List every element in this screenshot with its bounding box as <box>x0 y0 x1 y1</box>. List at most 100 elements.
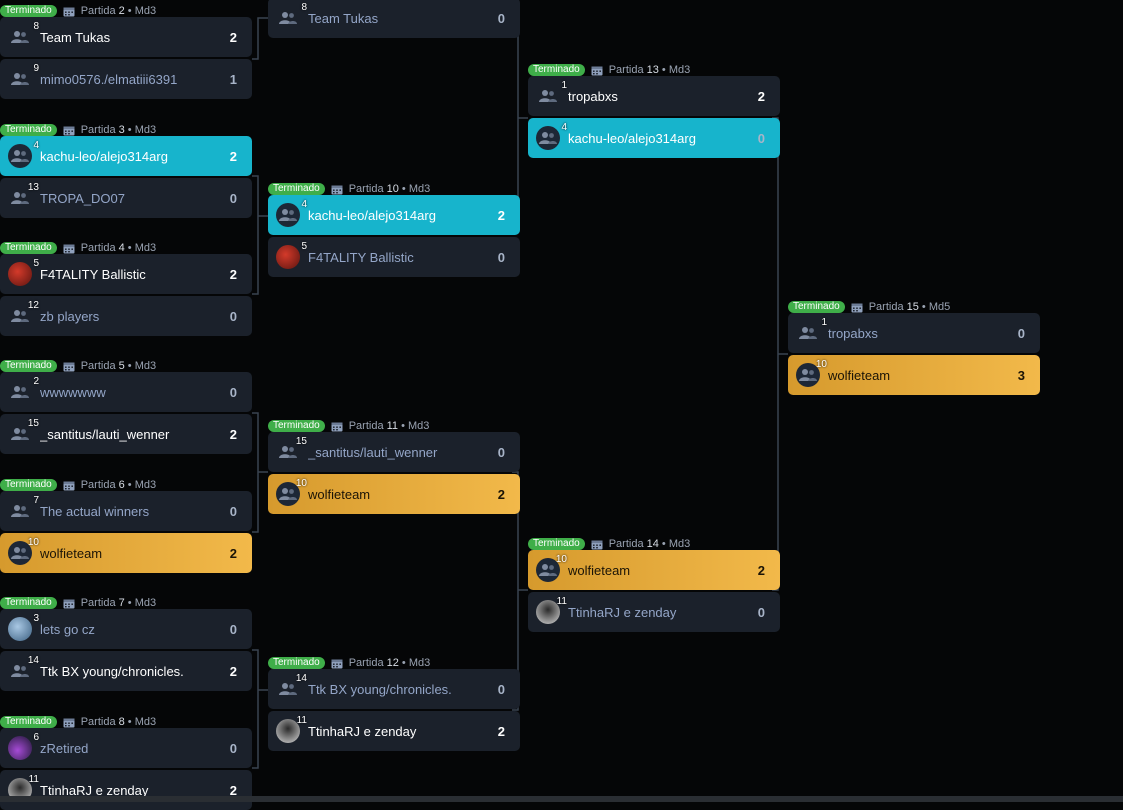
team-score: 0 <box>229 190 237 206</box>
team-name: TtinhaRJ e zenday <box>40 782 149 798</box>
team-name: F4TALITY Ballistic <box>308 249 414 265</box>
horizontal-scrollbar[interactable] <box>0 796 1123 802</box>
match-format: • Md3 <box>124 597 157 609</box>
team-name: Ttk BX young/chronicles. <box>40 663 184 679</box>
team-name: tropabxs <box>828 325 878 341</box>
match-title: Partida <box>348 657 387 669</box>
team-seed: 5 <box>301 241 307 252</box>
team-score: 2 <box>497 486 505 502</box>
team-seed: 12 <box>27 300 39 311</box>
team-name: TROPA_DO07 <box>40 190 126 206</box>
team-name: The actual winners <box>40 503 150 519</box>
match-format: • Md3 <box>124 242 157 254</box>
team-score: 2 <box>229 148 237 164</box>
calendar-icon <box>63 481 75 490</box>
team-user-icon: 4 <box>8 140 39 168</box>
match-info: Partida 15 • Md5 <box>869 301 951 313</box>
calendar-icon <box>63 718 75 727</box>
team-seed: 14 <box>295 673 307 684</box>
match-info: Partida 5 • Md3 <box>81 360 156 372</box>
team-score: 0 <box>497 681 505 697</box>
team-seed: 15 <box>27 418 39 429</box>
team-seed: 7 <box>33 495 39 506</box>
status-badge: Terminado <box>268 420 325 432</box>
match-format: • Md3 <box>124 5 157 17</box>
team-name: Team Tukas <box>308 10 379 26</box>
team-user-icon: 1 <box>536 80 567 108</box>
team-score: 2 <box>497 723 505 739</box>
team-seed: 15 <box>295 436 307 447</box>
team-name: lets go cz <box>40 621 95 637</box>
match-number: 6 <box>118 479 125 491</box>
team-seed: 10 <box>27 537 39 548</box>
match-title: Partida <box>868 301 907 313</box>
match-info: Partida 10 • Md3 <box>349 183 431 195</box>
status-badge: Terminado <box>528 538 585 550</box>
team-name: kachu-leo/alejo314arg <box>308 207 436 223</box>
match-number: 7 <box>118 597 125 609</box>
team-score: 0 <box>757 604 765 620</box>
match-format: • Md3 <box>124 716 157 728</box>
team-score: 0 <box>1017 325 1025 341</box>
team-seed: 8 <box>301 2 307 13</box>
team-user-icon: 12 <box>8 300 39 328</box>
match-number: 11 <box>386 420 399 432</box>
calendar-icon <box>331 659 343 668</box>
team-avatar: 3 <box>8 613 39 641</box>
team-user-icon: 4 <box>276 199 307 227</box>
team-seed: 3 <box>33 613 39 624</box>
team-seed: 1 <box>561 80 567 91</box>
team-name: kachu-leo/alejo314arg <box>568 130 696 146</box>
match-format: • Md5 <box>918 301 951 313</box>
calendar-icon <box>591 66 603 75</box>
status-badge: Terminado <box>0 597 57 609</box>
team-score: 0 <box>229 308 237 324</box>
team-seed: 11 <box>296 715 307 726</box>
status-badge: Terminado <box>0 479 57 491</box>
match-info: Partida 14 • Md3 <box>609 538 691 550</box>
team-name: zb players <box>40 308 100 324</box>
match-info: Partida 4 • Md3 <box>81 242 156 254</box>
team-user-icon: 9 <box>8 63 39 91</box>
match-format: • Md3 <box>124 479 157 491</box>
team-avatar: 5 <box>8 258 39 286</box>
match-info: Partida 8 • Md3 <box>81 716 156 728</box>
team-seed: 10 <box>555 554 567 565</box>
match-number: 14 <box>646 538 659 550</box>
match-number: 3 <box>118 124 125 136</box>
team-name: mimo0576./elmatiii6391 <box>40 71 178 87</box>
match-number: 8 <box>118 716 125 728</box>
calendar-icon <box>63 362 75 371</box>
